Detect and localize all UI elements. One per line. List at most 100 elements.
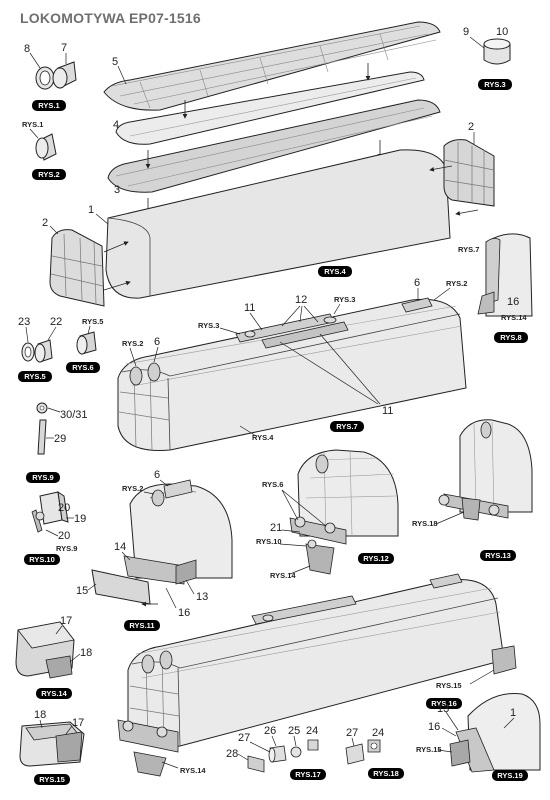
label-part-23: 23 bbox=[18, 316, 30, 328]
front-end-rys19 bbox=[449, 692, 541, 773]
ref-rys3-b: RYS.3 bbox=[334, 295, 355, 304]
part-4-roof-strip bbox=[115, 71, 425, 145]
ref-rys2-a: RYS.2 bbox=[446, 279, 467, 288]
parts-rys17 bbox=[247, 739, 319, 773]
badge-rys10-label: RYS.10 bbox=[29, 555, 55, 564]
label-part-17-rys14: 17 bbox=[60, 615, 72, 627]
ref-rys18: RYS.18 bbox=[412, 519, 438, 528]
label-part-8: 8 bbox=[24, 43, 30, 55]
part-rys5-assembled bbox=[76, 331, 97, 355]
cab-rys13 bbox=[438, 419, 533, 521]
badge-rys11-label: RYS.11 bbox=[129, 621, 154, 630]
badge-rys8-label: RYS.8 bbox=[500, 333, 521, 342]
ref-rys15-b: RYS.15 bbox=[416, 745, 442, 754]
label-part-27-rys18: 27 bbox=[346, 727, 358, 739]
label-part-7: 7 bbox=[61, 42, 67, 54]
part-22-tube bbox=[34, 339, 53, 363]
part-2-front-right bbox=[443, 139, 495, 207]
label-part-26: 26 bbox=[264, 725, 276, 737]
part-3-roof-base bbox=[107, 99, 441, 193]
ref-rys4: RYS.4 bbox=[252, 433, 274, 442]
ref-rys3-a: RYS.3 bbox=[198, 321, 219, 330]
badge-rys9-label: RYS.9 bbox=[32, 473, 53, 482]
label-part-6-rys11: 6 bbox=[154, 469, 160, 481]
badge-rys5 bbox=[18, 371, 52, 382]
badge-rys19 bbox=[492, 770, 528, 781]
badge-rys8 bbox=[494, 332, 528, 343]
label-part-24-rys17: 24 bbox=[306, 725, 318, 737]
label-part-3: 3 bbox=[114, 184, 120, 196]
badge-rys3-label: RYS.3 bbox=[484, 80, 505, 89]
label-part-22: 22 bbox=[50, 316, 62, 328]
badge-rys4-label: RYS.4 bbox=[324, 267, 346, 276]
badge-rys2 bbox=[32, 169, 66, 180]
badge-rys14 bbox=[36, 688, 72, 699]
parts-rys18 bbox=[345, 739, 381, 765]
label-part-18-rys15: 18 bbox=[34, 709, 46, 721]
badge-rys12 bbox=[358, 553, 394, 564]
ref-rys2-c: RYS.2 bbox=[122, 484, 143, 493]
label-part-5: 5 bbox=[112, 56, 118, 68]
label-part-15-rys11: 15 bbox=[76, 585, 88, 597]
part-5-roof-top bbox=[103, 21, 441, 111]
label-part-11-top: 11 bbox=[244, 302, 255, 314]
label-part-19: 19 bbox=[74, 513, 86, 525]
label-part-4: 4 bbox=[113, 119, 119, 131]
ref-rys15-a: RYS.15 bbox=[436, 681, 462, 690]
part-23-ring bbox=[21, 342, 35, 362]
label-part-20-b: 20 bbox=[58, 530, 70, 542]
label-part-20: 20 bbox=[58, 502, 70, 514]
label-part-13-rys11: 13 bbox=[196, 591, 208, 603]
part-2-front-left bbox=[49, 229, 105, 307]
ref-rys14-a: RYS.14 bbox=[501, 313, 527, 322]
part-8-ring bbox=[35, 66, 55, 90]
loco-body-rys16 bbox=[117, 573, 517, 777]
loco-body-rys7 bbox=[117, 298, 467, 451]
part-17-18-rys15 bbox=[19, 721, 85, 767]
label-part-16-rys8: 16 bbox=[507, 296, 519, 308]
badge-rys15-label: RYS.15 bbox=[39, 775, 65, 784]
badge-rys15 bbox=[34, 774, 70, 785]
label-part-10: 10 bbox=[496, 26, 508, 38]
ref-rys2-b: RYS.2 bbox=[122, 339, 143, 348]
badge-rys7-label: RYS.7 bbox=[336, 422, 357, 431]
badge-rys12-label: RYS.12 bbox=[363, 554, 389, 563]
badge-rys1 bbox=[32, 100, 66, 111]
part-29-rod bbox=[36, 402, 48, 455]
label-part-14-rys11: 14 bbox=[114, 541, 126, 553]
roof-equipment-rys7 bbox=[235, 297, 433, 349]
label-part-13-rys19: 13 bbox=[437, 703, 449, 715]
label-part-2-left: 2 bbox=[42, 217, 48, 229]
cab-rys12 bbox=[289, 449, 399, 575]
badge-rys7 bbox=[330, 421, 364, 432]
badge-rys18-label: RYS.18 bbox=[373, 769, 399, 778]
badge-rys6 bbox=[66, 362, 100, 373]
label-part-6-rys7: 6 bbox=[414, 277, 420, 289]
ref-rys14-c: RYS.14 bbox=[180, 766, 206, 775]
label-part-24-rys18: 24 bbox=[372, 727, 384, 739]
badge-rys3 bbox=[478, 79, 512, 90]
badge-rys13-label: RYS.13 bbox=[485, 551, 511, 560]
label-part-1: 1 bbox=[88, 204, 94, 216]
badge-rys10 bbox=[24, 554, 60, 565]
badge-rys5-label: RYS.5 bbox=[24, 372, 45, 381]
badge-rys2-label: RYS.2 bbox=[38, 170, 59, 179]
ref-rys6: RYS.6 bbox=[262, 480, 283, 489]
badge-rys16 bbox=[426, 698, 462, 709]
label-part-17-rys15: 17 bbox=[72, 717, 84, 729]
label-part-16-rys11: 16 bbox=[178, 607, 190, 619]
ref-rys7-a: RYS.7 bbox=[458, 245, 479, 254]
label-part-3031: 30/31 bbox=[60, 409, 88, 421]
label-part-2-right: 2 bbox=[468, 121, 474, 133]
badge-rys6-label: RYS.6 bbox=[72, 363, 93, 372]
part-17-cover bbox=[15, 621, 75, 679]
ref-rys10: RYS.10 bbox=[256, 537, 282, 546]
badge-rys19-label: RYS.19 bbox=[497, 771, 523, 780]
ref-rys1: RYS.1 bbox=[22, 120, 43, 129]
label-part-16-rys19: 16 bbox=[428, 721, 440, 733]
badge-rys1-label: RYS.1 bbox=[38, 101, 59, 110]
label-part-9: 9 bbox=[463, 26, 469, 38]
front-detail-rys8 bbox=[477, 233, 533, 317]
label-part-11-bottom: 11 bbox=[382, 405, 393, 417]
